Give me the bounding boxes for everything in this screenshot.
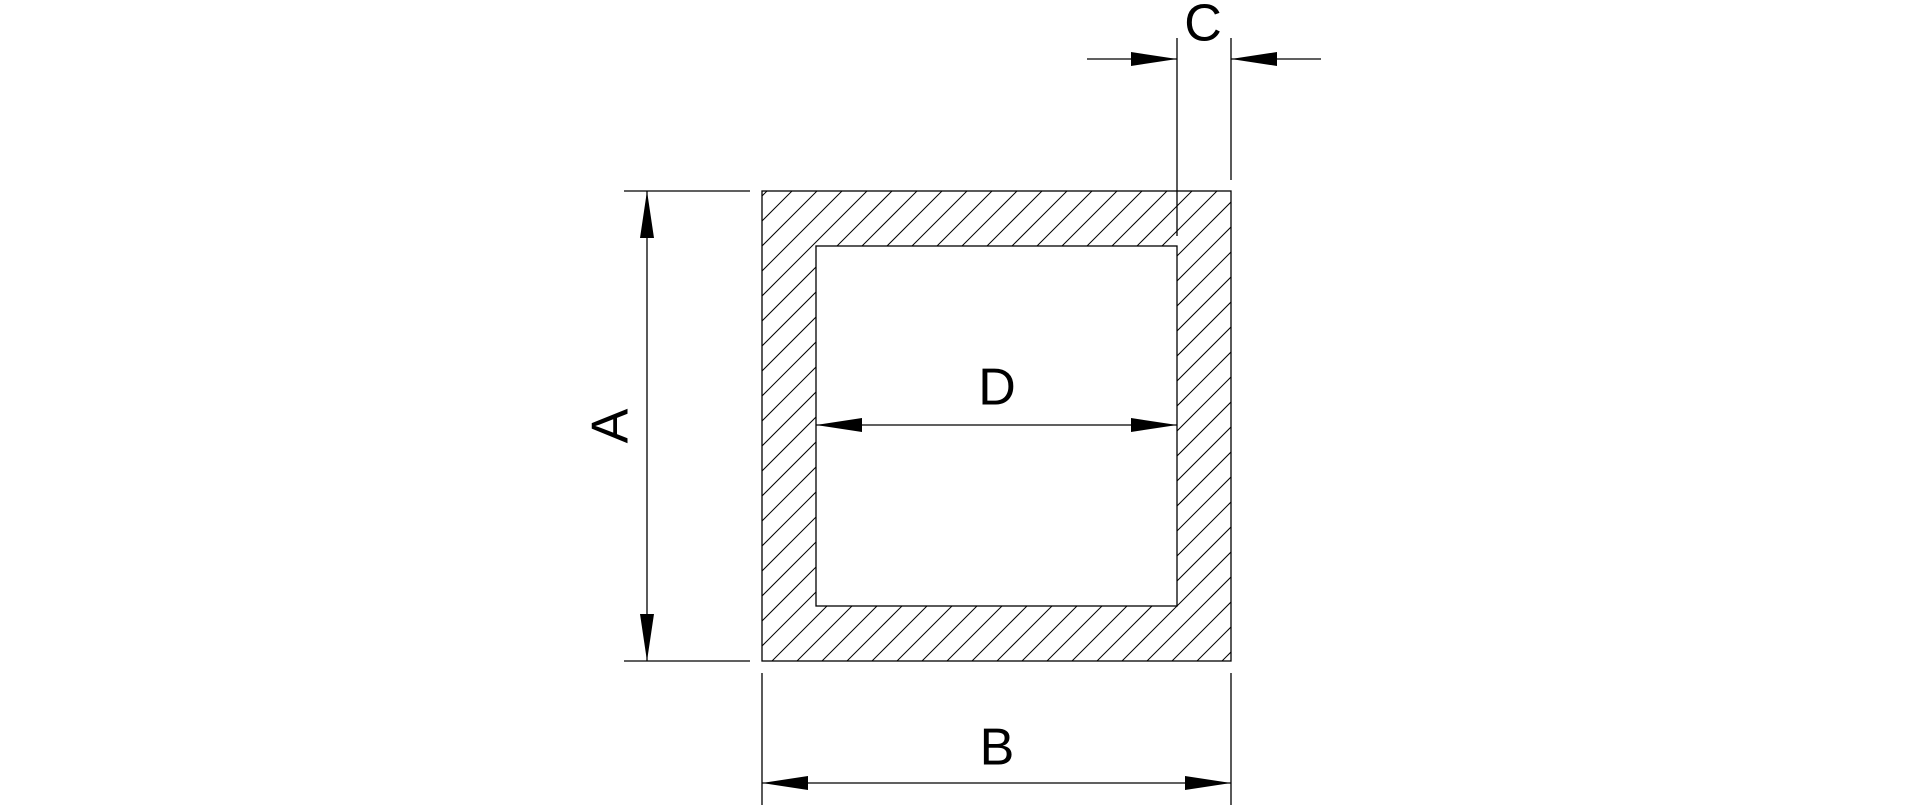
dimension-label-c: C (1184, 0, 1222, 53)
hatch-line (986, 191, 1231, 661)
hatch-line (1211, 191, 1231, 661)
hatch-line (762, 191, 803, 661)
hatch-line (1011, 191, 1231, 661)
hatch-line (762, 191, 1128, 661)
hatch-line (262, 181, 752, 671)
outer-boundary (761, 190, 1232, 662)
arrowhead-up (640, 191, 654, 238)
arrowhead-left (762, 776, 808, 790)
dimension-c: C (1087, 0, 1321, 236)
tube-wall-section (262, 181, 1727, 671)
dimension-b: B (761, 673, 1232, 805)
hatch-line (961, 191, 1231, 661)
hatch-line (1186, 191, 1231, 661)
dimension-label-a: A (582, 408, 640, 443)
hatch-line (1136, 191, 1231, 661)
hatch-line (762, 191, 853, 661)
hatch-line (762, 191, 1153, 661)
arrowhead-right (1185, 776, 1231, 790)
hatch-line (762, 191, 978, 661)
hatch-line (762, 191, 778, 661)
arrowhead-right (1131, 52, 1177, 66)
hatch-line (762, 191, 1203, 661)
arrowhead-left (816, 418, 862, 432)
arrowhead-down (640, 614, 654, 661)
inner-boundary (815, 245, 1178, 607)
hatch-line (762, 191, 1178, 661)
hatch-line (861, 191, 1231, 661)
dimension-a: A (582, 190, 750, 662)
hatch-line (1161, 191, 1231, 661)
hatch-line (762, 191, 953, 661)
arrowhead-left (1231, 52, 1277, 66)
dimension-label-d: D (978, 359, 1016, 417)
hatch-line (1237, 181, 1727, 671)
dimension-d: D (816, 359, 1177, 432)
hatch-line (936, 191, 1231, 661)
hatch-pattern (262, 181, 1727, 671)
arrowhead-right (1131, 418, 1177, 432)
hatch-line (836, 191, 1231, 661)
hatch-line (1036, 191, 1231, 661)
hatch-line (762, 191, 878, 661)
hatch-line (811, 191, 1231, 661)
hatch-line (1111, 191, 1231, 661)
dimension-label-b: B (980, 719, 1015, 777)
